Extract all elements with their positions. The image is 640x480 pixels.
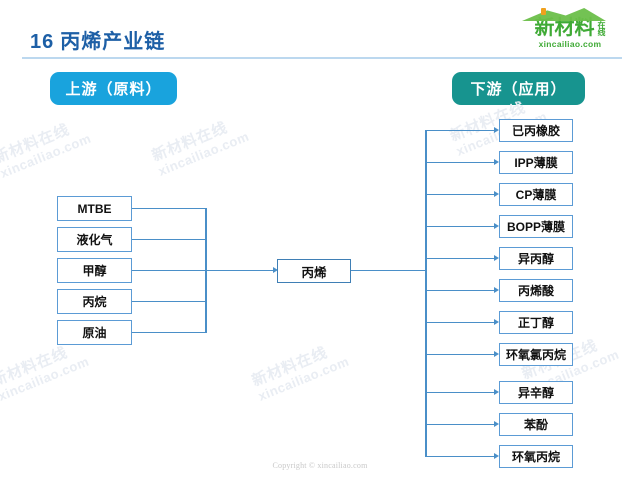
logo-brand-suffix: 在 线: [597, 21, 606, 38]
watermark-cn: 新材料在线: [0, 121, 73, 167]
arrow-downstream-9: [494, 389, 499, 395]
upstream-node-methanol[interactable]: 甲醇: [57, 258, 132, 283]
dot-icon: [541, 8, 546, 15]
watermark: 新材料在线 xincailiao.com: [0, 116, 93, 181]
connector-downstream-3: [425, 194, 495, 196]
arrow-downstream-11: [494, 453, 499, 459]
logo-brand-cn: 新材料: [534, 17, 595, 39]
arrow-downstream-5: [494, 255, 499, 261]
upstream-node-propane[interactable]: 丙烷: [57, 289, 132, 314]
downstream-node-phenol[interactable]: 苯酚: [499, 413, 573, 436]
upstream-section-label: 上游（原料）: [50, 72, 177, 105]
upstream-node-crude-oil[interactable]: 原油: [57, 320, 132, 345]
arrow-downstream-1: [494, 127, 499, 133]
downstream-node-cp-film[interactable]: CP薄膜: [499, 183, 573, 206]
connector-downstream-6: [425, 290, 495, 292]
connector-downstream-1: [425, 130, 495, 132]
watermark-url: xincailiao.com: [255, 353, 352, 404]
arrow-downstream-7: [494, 319, 499, 325]
arrow-downstream-4: [494, 223, 499, 229]
downstream-node-epichlorohydrin[interactable]: 环氧氯丙烷: [499, 343, 573, 366]
downstream-node-epdm-rubber[interactable]: 已丙橡胶: [499, 119, 573, 142]
connector-upstream-5: [132, 332, 206, 334]
watermark-cn: 新材料在线: [149, 119, 231, 165]
logo-url: xincailiao.com: [538, 39, 602, 49]
watermark-cn: 新材料在线: [249, 344, 331, 390]
upstream-node-lpg[interactable]: 液化气: [57, 227, 132, 252]
connector-bus-to-center: [205, 270, 274, 272]
roof-icon: [522, 8, 606, 21]
connector-downstream-11: [425, 456, 495, 458]
arrow-downstream-8: [494, 351, 499, 357]
connector-downstream-7: [425, 322, 495, 324]
connector-downstream-10: [425, 424, 495, 426]
connector-downstream-5: [425, 258, 495, 260]
watermark-url: xincailiao.com: [155, 128, 252, 179]
brand-logo: 新材料 在 线 xincailiao.com: [514, 8, 626, 52]
arrow-downstream-10: [494, 421, 499, 427]
connector-upstream-4: [132, 301, 206, 303]
logo-suffix-bottom: 线: [597, 28, 606, 38]
arrow-downstream-2: [494, 159, 499, 165]
connector-downstream-8: [425, 354, 495, 356]
arrow-downstream-3: [494, 191, 499, 197]
downstream-node-acrylic-acid[interactable]: 丙烯酸: [499, 279, 573, 302]
slide-title-text: 丙烯产业链: [60, 31, 166, 53]
arrow-downstream-6: [494, 287, 499, 293]
upstream-node-mtbe[interactable]: MTBE: [57, 196, 132, 221]
arrow-to-center: [273, 267, 278, 273]
logo-suffix-top: 在: [597, 21, 606, 31]
watermark: 新材料在线 xincailiao.com: [150, 114, 251, 179]
watermark: 新材料在线 xincailiao.com: [0, 339, 91, 404]
downstream-node-isopropanol[interactable]: 异丙醇: [499, 247, 573, 270]
watermark-url: xincailiao.com: [0, 353, 92, 404]
footer-copyright: Copyright © xincailiao.com: [272, 461, 368, 470]
center-node-propylene[interactable]: 丙烯: [277, 259, 351, 283]
connector-downstream-9: [425, 392, 495, 394]
downstream-node-propylene-oxide[interactable]: 环氧丙烷: [499, 445, 573, 468]
connector-downstream-4: [425, 226, 495, 228]
watermark: 新材料在线 xincailiao.com: [250, 339, 351, 404]
downstream-node-n-butanol[interactable]: 正丁醇: [499, 311, 573, 334]
connector-upstream-3: [132, 270, 206, 272]
watermark-url: xincailiao.com: [0, 130, 94, 181]
header-divider: [22, 57, 622, 59]
downstream-node-isooctanol[interactable]: 异辛醇: [499, 381, 573, 404]
connector-downstream-2: [425, 162, 495, 164]
downstream-section-label: 下游（应用）: [452, 72, 585, 105]
connector-upstream-2: [132, 239, 206, 241]
downstream-node-bopp-film[interactable]: BOPP薄膜: [499, 215, 573, 238]
connector-center-to-bus: [351, 270, 426, 272]
downstream-node-ipp-film[interactable]: IPP薄膜: [499, 151, 573, 174]
downstream-bus-line: [425, 130, 427, 456]
logo-mark: 新材料 在 线: [514, 8, 626, 38]
watermark-cn: 新材料在线: [0, 344, 71, 390]
slide-number: 16: [30, 31, 55, 53]
connector-upstream-1: [132, 208, 206, 210]
